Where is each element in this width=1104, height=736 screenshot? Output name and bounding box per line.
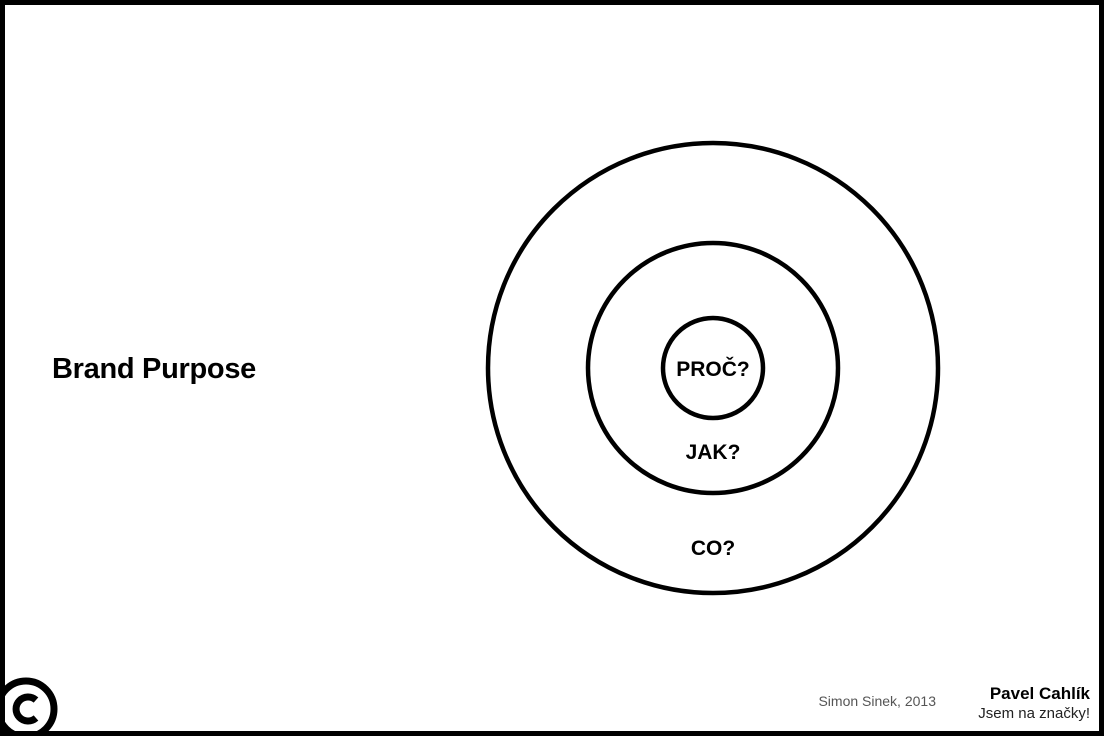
golden-circle-diagram: PROČ? JAK? CO? — [485, 140, 941, 596]
middle-circle-label: JAK? — [686, 441, 741, 464]
source-citation: Simon Sinek, 2013 — [818, 693, 936, 709]
copyright-icon — [5, 677, 58, 731]
slide-title: Brand Purpose — [52, 353, 256, 385]
outer-circle — [485, 140, 941, 596]
middle-circle — [585, 240, 841, 496]
inner-circle — [660, 315, 766, 421]
author-block: Pavel Cahlík Jsem na značky! — [978, 683, 1090, 723]
author-name: Pavel Cahlík — [989, 684, 1090, 703]
author-tagline: Jsem na značky! — [978, 705, 1090, 722]
inner-circle-label: PROČ? — [676, 357, 750, 381]
outer-circle-label: CO? — [691, 537, 735, 560]
